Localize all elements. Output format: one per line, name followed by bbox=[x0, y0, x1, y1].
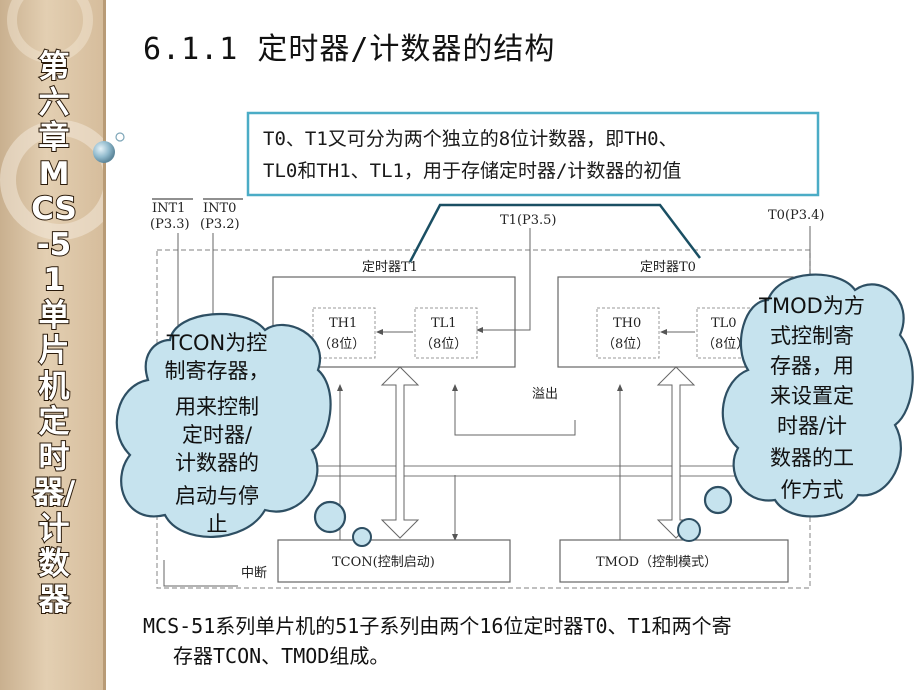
left-cloud-bubble-large bbox=[313, 500, 347, 534]
th1-label: TH1 bbox=[329, 316, 357, 331]
right-cloud-line-3: 存器，用 bbox=[770, 354, 854, 378]
caption-line-2: 存器TCON、TMOD组成。 bbox=[173, 644, 390, 668]
bubble-large bbox=[93, 141, 115, 163]
left-cloud-line-4: 定时器/ bbox=[182, 423, 253, 447]
tl0-label: TL0 bbox=[711, 316, 737, 331]
register-note-box bbox=[246, 111, 820, 197]
register-note-line1: T0、T1又可分为两个独立的8位计数器，即TH0、 bbox=[263, 128, 678, 150]
overflow-line bbox=[452, 384, 576, 436]
th0-label: TH0 bbox=[613, 316, 641, 331]
tmod-box bbox=[559, 539, 789, 583]
left-cloud-line-3: 用来控制 bbox=[175, 395, 259, 419]
th1-register bbox=[312, 307, 376, 359]
th1-bits: （8位） bbox=[318, 337, 365, 352]
right-cloud-line-6: 数器的工 bbox=[770, 446, 854, 470]
timer1-label: 定时器T1 bbox=[362, 260, 418, 275]
right-cloud-line-7: 作方式 bbox=[781, 478, 844, 502]
interrupt-label: 中断 bbox=[241, 566, 267, 581]
chapter-sidebar: 第六章 MCS-51单片机定时器/计数器 bbox=[0, 0, 106, 690]
tl1-register bbox=[414, 307, 478, 359]
chapter-title: 第六章 MCS-51单片机定时器/计数器 bbox=[30, 48, 78, 618]
left-cloud-bubble-small bbox=[352, 527, 372, 547]
pin-int0-port: (P3.2) bbox=[200, 217, 240, 232]
register-note-line2: TL0和TH1、TL1，用于存储定时器/计数器的初值 bbox=[263, 160, 681, 182]
left-cloud-line-5: 计数器的 bbox=[175, 451, 259, 475]
left-cloud-line-2: 制寄存器， bbox=[165, 359, 270, 383]
timer0-data-bus-arrow bbox=[656, 366, 696, 539]
pin-int1: INT1 bbox=[152, 201, 185, 216]
tcon-box-label: TCON(控制启动) bbox=[332, 555, 435, 570]
timer1-block bbox=[272, 276, 516, 368]
t1-input-line bbox=[476, 228, 531, 333]
right-cloud-bubble-large bbox=[703, 485, 733, 515]
caption-line-1: MCS-51系列单片机的51子系列由两个16位定时器T0、T1和两个寄 bbox=[143, 614, 732, 638]
overflow-label: 溢出 bbox=[532, 387, 558, 402]
tcon-box bbox=[277, 539, 511, 583]
right-cloud-text: TMOD为方 式控制寄 存器，用 来设置定 时器/计 数器的工 作方式 bbox=[758, 294, 865, 502]
note-pointer bbox=[408, 203, 701, 263]
timer1-data-bus-arrow bbox=[380, 366, 420, 539]
th0-register bbox=[596, 307, 660, 359]
right-cloud-line-2: 式控制寄 bbox=[770, 324, 854, 348]
pin-int1-port: (P3.3) bbox=[150, 217, 190, 232]
tl1-bits: （8位） bbox=[420, 337, 467, 352]
interrupt-line bbox=[163, 560, 238, 587]
sidebar-decoration bbox=[0, 0, 103, 240]
slide-caption: MCS-51系列单片机的51子系列由两个16位定时器T0、T1和两个寄 存器TC… bbox=[143, 611, 883, 671]
left-cloud-shape bbox=[115, 312, 332, 538]
right-cloud-bubble-small bbox=[677, 518, 701, 542]
decorative-bubbles bbox=[93, 132, 125, 163]
tl0-bits: （8位） bbox=[702, 337, 749, 352]
right-cloud-line-1: TMOD为方 bbox=[758, 294, 865, 318]
tmod-box-label: TMOD（控制模式） bbox=[596, 555, 717, 570]
right-cloud-line-5: 时器/计 bbox=[777, 414, 847, 438]
right-cloud-line-4: 来设置定 bbox=[770, 384, 854, 408]
left-cloud-line-1: TCON为控 bbox=[166, 331, 268, 355]
bubble-small bbox=[115, 132, 125, 142]
th0-bits: （8位） bbox=[602, 337, 649, 352]
tcon-cloud-callout bbox=[115, 312, 372, 547]
tl1-label: TL1 bbox=[431, 316, 457, 331]
timer0-label: 定时器T0 bbox=[640, 260, 696, 275]
pin-t0: T0(P3.4) bbox=[768, 208, 825, 223]
pin-int0: INT0 bbox=[203, 201, 236, 216]
left-cloud-line-6: 启动与停 bbox=[175, 484, 259, 508]
pin-t1: T1(P3.5) bbox=[500, 213, 557, 228]
tmod-cloud-callout bbox=[677, 273, 914, 542]
left-cloud-line-7: 止 bbox=[207, 512, 228, 536]
left-cloud-text: TCON为控 制寄存器， 用来控制 定时器/ 计数器的 启动与停 止 bbox=[165, 331, 270, 536]
right-cloud-shape bbox=[721, 273, 914, 518]
slide-title: 6.1.1 定时器/计数器的结构 bbox=[143, 32, 556, 67]
